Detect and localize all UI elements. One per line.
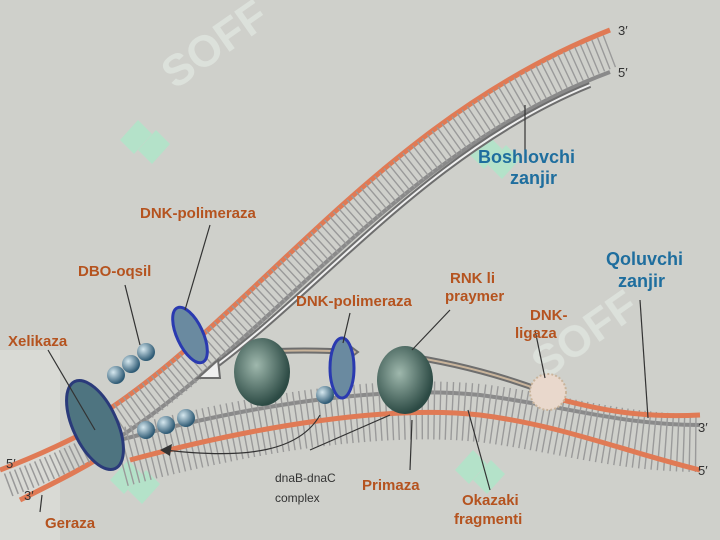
watermark-logo-icon — [455, 450, 505, 494]
leading-strand — [98, 27, 617, 443]
label-okazaki-line1: Okazaki — [462, 492, 519, 509]
watermark-logo-icon — [110, 460, 160, 504]
label-dna-polymerase-mid: DNK-polimeraza — [296, 293, 413, 310]
label-dnab-complex-line1: dnaB-dnaC — [275, 471, 336, 485]
label-dna-ligase-line1: DNK- — [530, 307, 568, 324]
label-lagging-strand-line1: Qoluvchi — [606, 249, 683, 269]
watermark-logo-icon — [120, 120, 170, 164]
strand-end-right-3: 3′ — [698, 420, 708, 435]
watermark-text: SOFF — [153, 0, 277, 98]
dna-polymerase-mid-enzyme — [234, 336, 356, 406]
label-rna-primer-line2: praymer — [445, 288, 504, 305]
label-rna-primer-line1: RNK li — [450, 270, 495, 287]
label-helicase: Xelikaza — [8, 333, 68, 350]
strand-end-top-5: 5′ — [618, 65, 628, 80]
label-okazaki-line2: fragmenti — [454, 511, 522, 528]
strand-end-top-3: 3′ — [618, 23, 628, 38]
label-dbo-protein: DBO-oqsil — [78, 263, 151, 280]
strand-end-left-5: 5′ — [6, 456, 16, 471]
label-primase: Primaza — [362, 477, 420, 494]
label-gyrase: Geraza — [45, 515, 96, 532]
dna-ligase-enzyme — [529, 373, 567, 411]
helicase-enzyme — [65, 379, 125, 471]
watermark-logo-group: SOFF SOFF — [110, 0, 647, 504]
label-dna-ligase-line2: ligaza — [515, 325, 557, 342]
dbo-protein-balls — [107, 343, 195, 439]
arrowhead — [160, 444, 172, 456]
label-dna-polymerase-top: DNK-polimeraza — [140, 205, 257, 222]
strand-end-left-3: 3′ — [24, 488, 34, 503]
label-leading-strand-line1: Boshlovchi — [478, 147, 575, 167]
strand-end-right-5: 5′ — [698, 463, 708, 478]
label-leading-strand-line2: zanjir — [510, 168, 557, 188]
primase-enzyme — [377, 346, 433, 414]
dna-polymerase-top-enzyme — [171, 305, 209, 365]
label-dnab-complex-line2: complex — [275, 491, 320, 505]
left-fade — [0, 350, 60, 540]
label-lagging-strand-line2: zanjir — [618, 271, 665, 291]
leader-lines — [39, 105, 649, 513]
